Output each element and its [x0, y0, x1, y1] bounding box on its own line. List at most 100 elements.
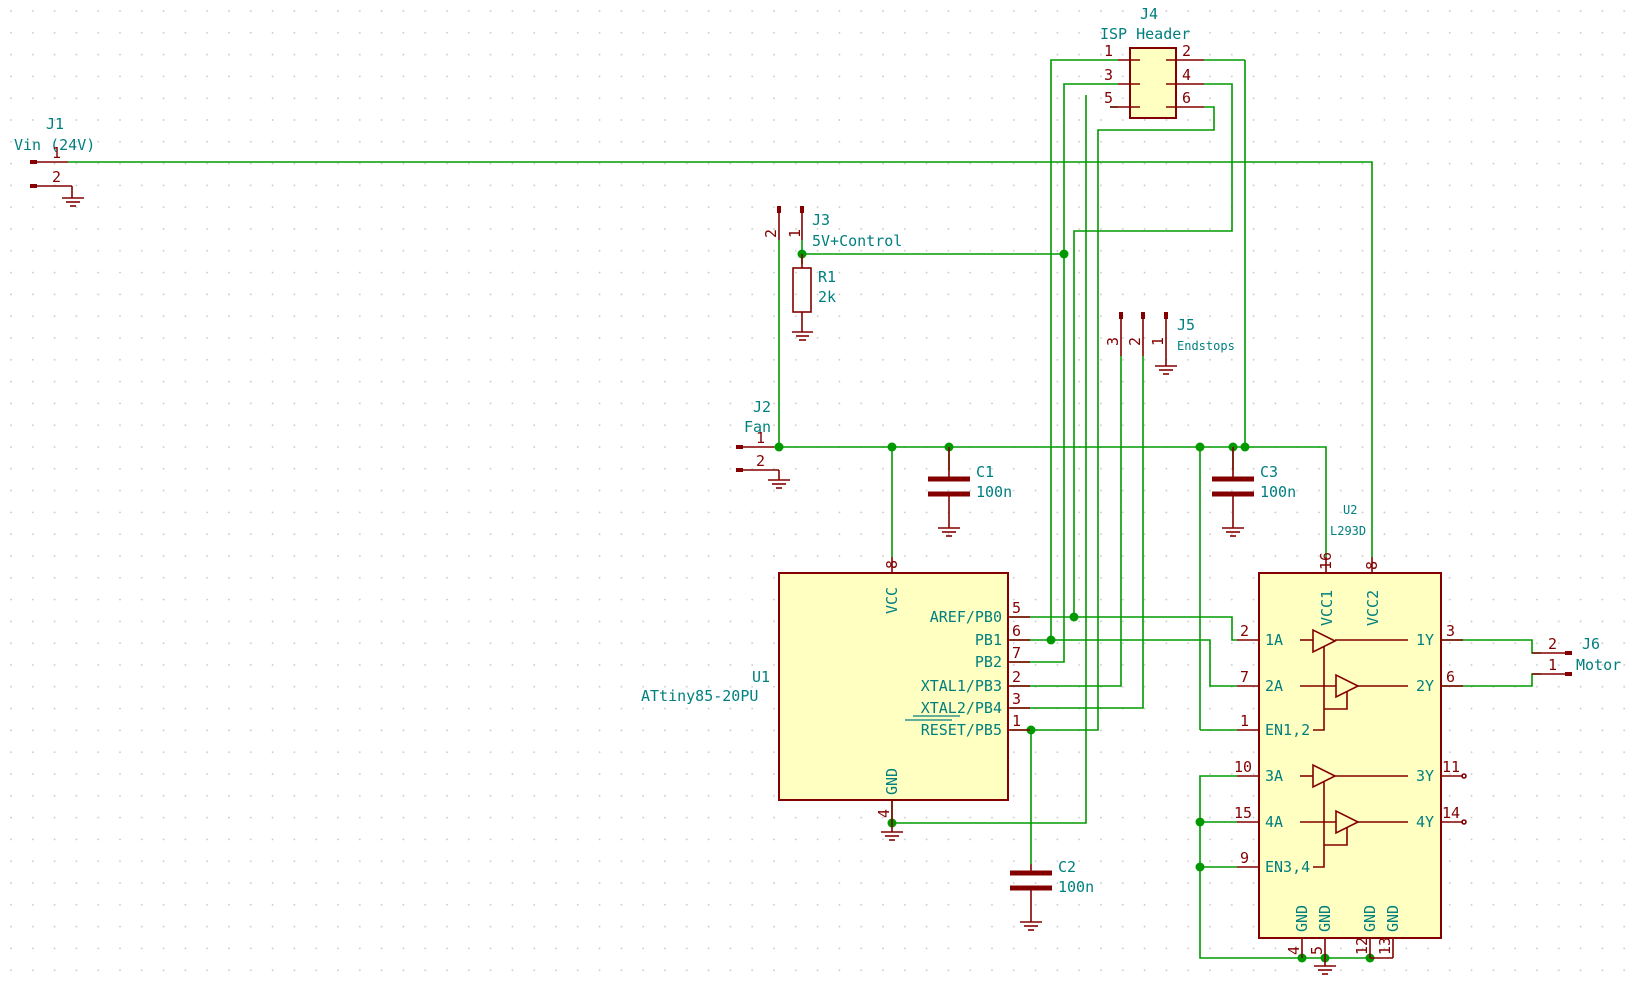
capacitor-c2[interactable]: C2 100n — [1010, 858, 1094, 931]
u2-ref: U2 — [1343, 503, 1357, 517]
u2-pin-name-4a: 4A — [1265, 813, 1283, 831]
u2-pin-num-en34: 9 — [1240, 849, 1249, 867]
u2-pin-name-gnd4: GND — [1384, 905, 1402, 932]
wire-isp1 — [1050, 59, 1118, 640]
connector-j4-isp-header[interactable]: J4 ISP Header 1 2 3 4 5 6 — [1100, 5, 1204, 119]
j3-ref: J3 — [812, 211, 830, 229]
j2-pin-1-stub — [736, 445, 743, 449]
r1-value: 2k — [818, 288, 836, 306]
u1-pin-name-pb2: PB2 — [975, 653, 1002, 671]
wire-5v-rail — [774, 446, 1327, 557]
connector-j1[interactable]: J1 Vin (24V) 1 2 — [14, 115, 95, 207]
wire-pb1 — [1010, 639, 1237, 687]
j4-pin-num-3: 3 — [1104, 66, 1113, 84]
ground-icon — [1314, 958, 1336, 975]
junction-dot — [1069, 612, 1079, 622]
wire-pb4 — [1010, 356, 1144, 709]
connector-j3-control[interactable]: 2 1 J3 5V+Control — [762, 206, 902, 250]
c2-ref: C2 — [1058, 858, 1076, 876]
j2-pin-num-1: 1 — [756, 429, 765, 447]
u1-pin-name-vcc: VCC — [883, 587, 901, 614]
u2-left-pins — [1237, 639, 1259, 868]
u1-pin-name-pb1: PB1 — [975, 631, 1002, 649]
j2-pin-2-stub — [736, 468, 743, 472]
u2-pin-num-en12: 1 — [1240, 712, 1249, 730]
j3-pin-num-2: 2 — [762, 229, 780, 238]
u1-pin-num-pb3: 2 — [1012, 668, 1021, 686]
u2-pin-name-vcc2: VCC2 — [1364, 590, 1382, 626]
capacitor-c3[interactable]: C3 100n — [1212, 447, 1296, 537]
u2-bottom-pins — [1301, 938, 1394, 958]
j1-pin-2-stub — [30, 184, 37, 188]
u1-pin-name-gnd: GND — [883, 768, 901, 795]
resistor-r1[interactable]: R1 2k — [792, 254, 836, 341]
j1-pin-1-stub — [30, 160, 37, 164]
capacitor-c1[interactable]: C1 100n — [928, 447, 1012, 537]
ground-icon — [792, 331, 813, 341]
u2-pin-name-en34: EN3,4 — [1265, 858, 1310, 876]
j5-pin-num-2: 2 — [1126, 337, 1144, 346]
ground-icon — [1222, 527, 1244, 537]
u1-pin-num-pb5: 1 — [1012, 712, 1021, 730]
c1-ref: C1 — [976, 463, 994, 481]
u2-pin-num-vcc2: 8 — [1363, 561, 1381, 570]
j1-pin-num-1: 1 — [52, 144, 61, 162]
wire-vin — [68, 161, 1373, 557]
ic-u2-l293d[interactable]: U2 L293D 16 8 VCC1 VCC2 2 7 1 10 15 9 1A… — [1234, 503, 1467, 975]
j6-pin-1-stub — [1565, 672, 1572, 676]
j4-value: ISP Header — [1100, 25, 1190, 43]
j6-pin-num-2: 2 — [1548, 635, 1557, 653]
junction-dot — [1195, 817, 1205, 827]
u2-pin-name-2a: 2A — [1265, 677, 1283, 695]
u2-pin-name-vcc1: VCC1 — [1318, 590, 1336, 626]
j6-value: Motor — [1576, 656, 1621, 674]
connector-j5-endstops[interactable]: 3 2 1 J5 Endstops — [1104, 312, 1235, 375]
j4-pins — [1110, 59, 1204, 108]
u1-pin-num-gnd: 4 — [875, 809, 893, 818]
u2-pin-num-1y: 3 — [1446, 622, 1455, 640]
u2-pin-num-4a: 15 — [1234, 804, 1252, 822]
u2-pin-name-3y: 3Y — [1416, 767, 1434, 785]
j2-value: Fan — [744, 418, 771, 436]
u1-pin-name-pb4: XTAL2/PB4 — [921, 699, 1002, 717]
u1-ref: U1 — [752, 668, 770, 686]
ground-icon — [1020, 921, 1042, 931]
u2-body — [1258, 572, 1442, 939]
u2-pin-name-gnd2: GND — [1316, 905, 1334, 932]
u2-pin-num-3y: 11 — [1442, 758, 1460, 776]
u1-pin-name-pb5: RESET/PB5 — [921, 721, 1002, 739]
u2-pin-name-gnd1: GND — [1293, 905, 1311, 932]
j4-pin-num-6: 6 — [1182, 89, 1191, 107]
u2-pin-name-en12: EN1,2 — [1265, 721, 1310, 739]
connector-j2-fan[interactable]: J2 Fan 1 2 — [736, 398, 790, 489]
u2-value: L293D — [1330, 524, 1366, 538]
u2-pin-num-2y: 6 — [1446, 668, 1455, 686]
u2-pin-num-gnd1: 4 — [1285, 946, 1303, 955]
ic-u1-attiny85[interactable]: U1 ATtiny85-20PU 8 VCC 4 GND 5 6 7 2 3 1 — [641, 557, 1030, 841]
u1-pin-num-pb2: 7 — [1012, 644, 1021, 662]
wire-isp4 — [1073, 83, 1233, 617]
ground-icon — [768, 470, 790, 489]
no-connect-icon — [1461, 773, 1467, 825]
u2-pin-name-3a: 3A — [1265, 767, 1283, 785]
u1-pin-num-pb1: 6 — [1012, 622, 1021, 640]
wire-pb3 — [1010, 356, 1122, 687]
j2-ref: J2 — [753, 398, 771, 416]
u2-pin-num-gnd2: 5 — [1308, 946, 1326, 955]
j5-value: Endstops — [1177, 339, 1235, 353]
j3-pin-num-1: 1 — [786, 229, 804, 238]
j6-pin-num-1: 1 — [1548, 656, 1557, 674]
j4-pin-num-2: 2 — [1182, 42, 1191, 60]
connector-j6-motor[interactable]: 2 1 J6 Motor — [1532, 635, 1621, 676]
ground-icon — [62, 186, 84, 207]
u1-pin-num-pb0: 5 — [1012, 599, 1021, 617]
u2-pin-name-2y: 2Y — [1416, 677, 1434, 695]
j5-pin-num-1: 1 — [1149, 337, 1167, 346]
j3-pin-2-stub — [777, 206, 781, 213]
c3-value: 100n — [1260, 483, 1296, 501]
u2-pin-name-1y: 1Y — [1416, 631, 1434, 649]
j3-value: 5V+Control — [812, 232, 902, 250]
u2-pin-num-2a: 7 — [1240, 668, 1249, 686]
u1-right-pins — [1008, 616, 1030, 731]
c2-value: 100n — [1058, 878, 1094, 896]
